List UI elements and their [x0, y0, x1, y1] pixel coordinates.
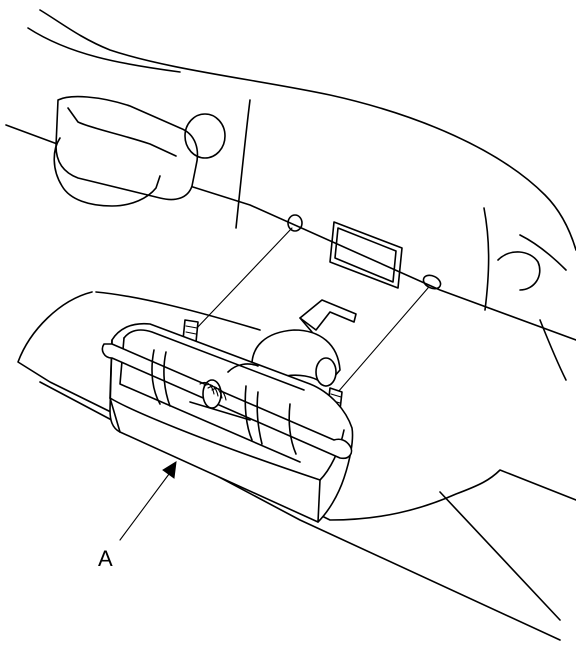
callout-a-arrowhead — [162, 461, 177, 479]
license-light-housing — [53, 95, 199, 207]
switch-opening — [329, 221, 403, 289]
panel-mount-hole-left — [287, 214, 303, 232]
panel-mount-hole-right — [422, 274, 442, 290]
callout-a-leader-line — [119, 469, 173, 541]
alignment-line-left — [194, 227, 293, 331]
callout-a: A — [98, 461, 177, 571]
handle-recess — [17, 291, 576, 521]
tailgate-panel — [5, 9, 576, 381]
panel-hole-left — [184, 113, 226, 159]
tailgate-handle — [101, 322, 354, 523]
return-spring — [189, 363, 259, 421]
alignment-line-right — [337, 287, 429, 393]
callout-a-label: A — [98, 546, 113, 571]
